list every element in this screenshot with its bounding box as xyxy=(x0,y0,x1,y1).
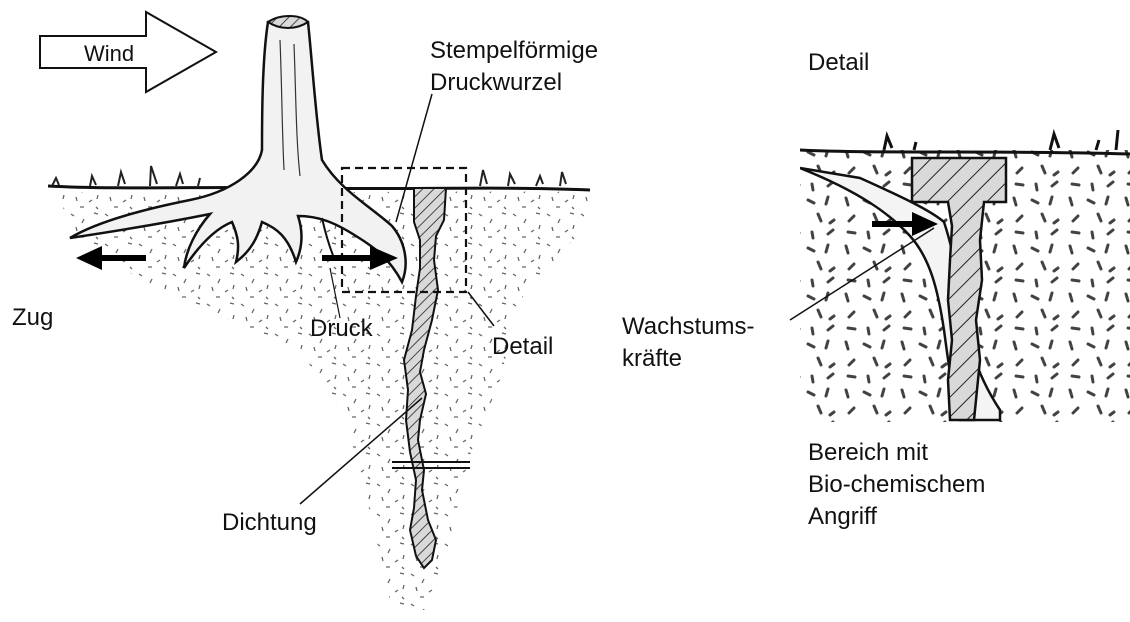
attack-area-label-line2: Bio-chemischem xyxy=(808,470,985,500)
growth-forces-label-line2: kräfte xyxy=(622,344,682,374)
attack-area-label-line1: Bereich mit xyxy=(808,438,928,468)
seal-label: Dichtung xyxy=(222,508,317,538)
stamp-root-label-line1: Stempelförmige xyxy=(430,36,598,66)
growth-forces-label-line1: Wachstums- xyxy=(622,312,754,342)
stamp-root-label-line2: Druckwurzel xyxy=(430,68,562,98)
attack-area-label-line3: Angriff xyxy=(808,502,877,532)
detail-view xyxy=(800,118,1130,422)
pressure-label: Druck xyxy=(310,314,373,344)
pull-label: Zug xyxy=(12,303,53,333)
wind-label: Wind xyxy=(84,39,134,69)
detail-heading: Detail xyxy=(808,48,869,78)
soil-area xyxy=(60,192,590,610)
detail-box-label: Detail xyxy=(492,332,553,362)
